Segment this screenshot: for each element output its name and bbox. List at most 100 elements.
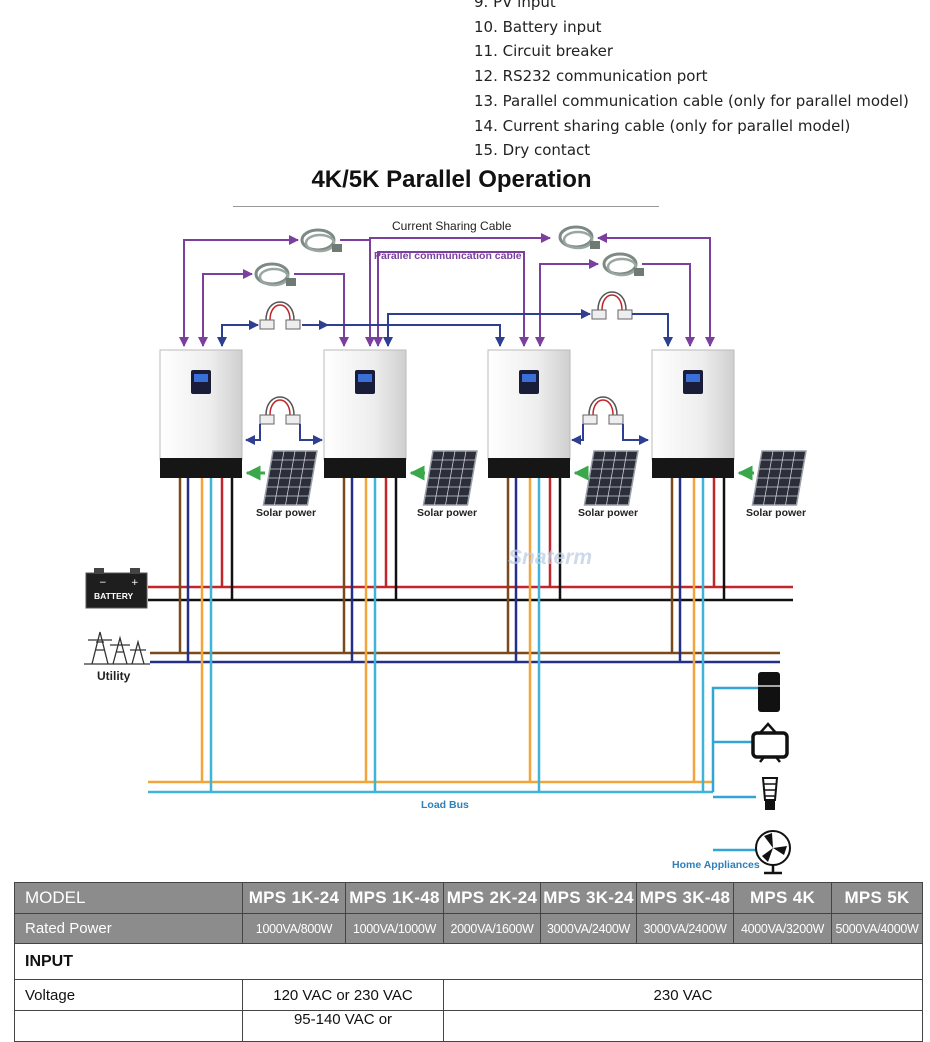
battery-plus-glyph: + [131,578,139,588]
solar-label-3: Solar power [578,507,639,519]
voltage-range-row: 95-140 VAC or [14,1010,923,1042]
solar-panel-4 [751,450,807,506]
rs-link-right [632,313,673,347]
title-divider [233,206,659,207]
connector-top-right-wire-red [601,294,623,311]
parallel-comm-right-b [642,263,695,347]
legend-item-number: 11. [474,42,498,61]
legend-item: 12. RS232 communication port [474,64,909,89]
battery-minus-glyph: − [99,578,107,588]
voltage-range-value: 95-140 VAC or [242,1010,444,1042]
legend-item-number: 14. [474,116,498,135]
solar-panel-3 [583,450,639,506]
inverter-base-3 [488,458,570,478]
voltage-range-label [14,1010,243,1042]
rated-power-cell: 3000VA/2400W [540,913,637,944]
voltage-value-high-models: 230 VAC [443,979,923,1011]
current-sharing-left-a [179,235,299,347]
connector-mid-1-wire-grey [265,396,295,416]
appliance-branch-wires [711,686,760,852]
parallel-comm-left-b [294,273,349,347]
tv-antenna [759,722,777,734]
bulb-spiral [764,783,776,797]
tv-icon [751,731,789,759]
voltage-range-value-empty [443,1010,923,1042]
connector-top-right-plug-left [591,309,607,320]
model-name-cell: MPS 2K-24 [443,882,541,914]
parallel-wiring-diagram: −+ Current Sharing Cable Parallel commun… [0,210,930,886]
connector-top-right-plug-right [617,309,633,320]
model-name-cell: MPS 3K-24 [540,882,637,914]
parallel-comm-left-a [198,269,253,347]
connector-mid-1-plug-right [285,414,301,425]
legend-item: 10. Battery input [474,15,909,40]
utility-label: Utility [97,669,131,683]
legend-item-number: 10. [474,17,498,36]
parallel-comm-coil-right-plug [634,268,644,276]
model-name-cell: MPS 5K [831,882,923,914]
legend-item-number: 12. [474,67,498,86]
current-sharing-coil-right-loop-b [562,230,594,250]
parallel-comm-coil-left-plug [286,278,296,286]
connector-top-left-wire-red [269,304,291,321]
model-name-cell: MPS 1K-24 [242,882,346,914]
solar-panel-1 [262,450,318,506]
fan-stand [764,865,782,875]
input-section-row: INPUT [14,943,923,980]
connector-mid-3-wire-grey [588,396,618,416]
rated-power-cell: 1000VA/1000W [345,913,444,944]
battery-terminal-positive [130,568,140,574]
battery-icon [85,572,148,609]
battery-label: BATTERY [94,591,134,601]
legend-item-number: 13. [474,91,498,110]
connector-mid-3-arrow-b [622,424,649,445]
parallel-comm-right-a [535,259,599,347]
legend-item-text: RS232 communication port [502,67,708,86]
input-section-heading: INPUT [14,943,923,980]
current-sharing-right [597,233,715,347]
current-sharing-coil-left-loop-b [304,233,336,253]
home-appliances-label: Home Appliances [672,859,760,871]
rated-power-label: Rated Power [14,913,243,944]
voltage-label: Voltage [14,979,243,1011]
model-name-cell: MPS 1K-48 [345,882,444,914]
legend-item-text: PV input [493,0,556,11]
load-bus-label: Load Bus [421,799,469,811]
legend-item-number: 9. [474,0,489,11]
parallel-comm-link [373,251,529,347]
current-sharing-coil-left-plug [332,244,342,252]
bulb-base [765,800,775,810]
solar-label-2: Solar power [417,507,478,519]
utility-tower-icon-3 [130,639,146,665]
inverter-screen-4 [686,374,700,382]
model-name-cell: MPS 3K-48 [636,882,734,914]
rated-power-cell: 4000VA/3200W [733,913,832,944]
inverter-body-2 [323,349,407,461]
solar-label-1: Solar power [256,507,317,519]
connector-mid-1-arrow-b [299,424,323,445]
voltage-row: Voltage 120 VAC or 230 VAC 230 VAC [14,979,923,1011]
watermark-logo: Snaterm [508,546,593,569]
inverter-screen-2 [358,374,372,382]
rated-power-cell: 1000VA/800W [242,913,346,944]
legend-item: 15. Dry contact [474,138,909,163]
current-sharing-link [369,233,551,243]
model-name-cell: MPS 4K [733,882,832,914]
legend-item: 11. Circuit breaker [474,39,909,64]
legend-item-text: Dry contact [502,141,591,160]
connector-mid-1-plug-left [259,414,275,425]
solar-panel-2 [422,450,478,506]
legend-item-text: Current sharing cable (only for parallel… [502,116,851,135]
rs-link-mid [328,324,505,347]
current-sharing-coil-right-plug [590,241,600,249]
connector-mid-3-plug-left [582,414,598,425]
model-header-label: MODEL [14,882,243,914]
rs-link-left-a [217,320,259,347]
inverter-body-4 [651,349,735,461]
inverter-screen-3 [522,374,536,382]
rated-power-cell: 5000VA/4000W [831,913,923,944]
legend-item-text: Circuit breaker [502,42,614,61]
